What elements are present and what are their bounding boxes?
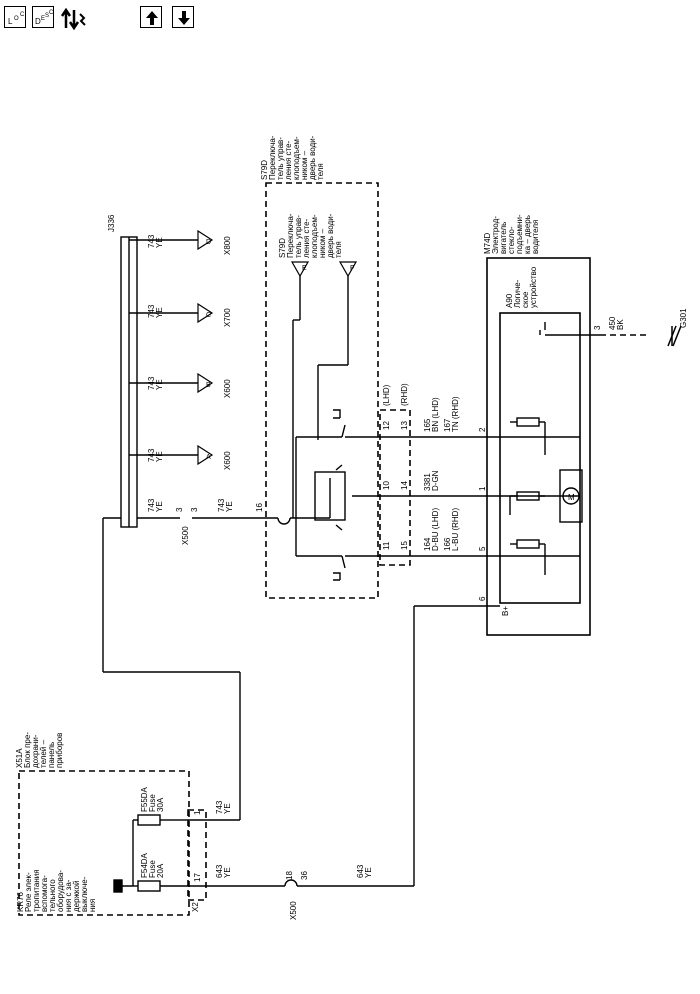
svg-text:36: 36 xyxy=(300,871,309,880)
kr76-label: KR76Реле элек-тропитаниявспомога-тельног… xyxy=(16,869,97,912)
toolbar: L O C D E S C xyxy=(0,0,200,40)
x2-connector-box xyxy=(187,809,207,901)
svg-text:C: C xyxy=(49,10,54,16)
svg-text:D: D xyxy=(206,239,211,246)
svg-text:G301: G301 xyxy=(679,308,688,328)
svg-text:3: 3 xyxy=(175,507,184,512)
wire-743-2: 743YE xyxy=(147,304,164,318)
wire-166: 166L-BU (RHD) xyxy=(443,508,460,551)
svg-text:17: 17 xyxy=(193,873,202,882)
s79d-inner: S79DПереключа-тель управ-ления сте-клопо… xyxy=(278,213,343,258)
svg-text:E: E xyxy=(302,265,307,272)
svg-text:M: M xyxy=(568,493,575,502)
svg-text:10: 10 xyxy=(382,481,391,490)
wire-743-6: 743YE xyxy=(217,498,234,512)
wire-450: 450BK xyxy=(608,316,625,330)
svg-text:6: 6 xyxy=(478,596,487,601)
wire-743-1: 743YE xyxy=(147,234,164,248)
wire-167: 167TN (RHD) xyxy=(443,396,460,432)
svg-text:F: F xyxy=(350,265,354,272)
wire-743-4: 743YE xyxy=(147,448,164,462)
svg-text:B+: B+ xyxy=(501,606,510,616)
wire-165: 165BN (LHD) xyxy=(423,397,440,432)
svg-text:E: E xyxy=(41,16,45,22)
wire-643-1: 643YE xyxy=(215,864,232,878)
wire-743-5: 743YE xyxy=(147,498,164,512)
svg-text:16: 16 xyxy=(255,503,264,512)
wire-3381: 3381D-GN xyxy=(423,470,440,491)
x51a-label: X51AБлок пре-дохрани-телей –панельприбор… xyxy=(15,732,64,768)
svg-text:15: 15 xyxy=(400,541,409,550)
a90-label: A90Логиче-скоеустройство xyxy=(505,266,538,308)
s79d-title: S79DПереключа-тель управ-ления сте-клопо… xyxy=(260,135,325,180)
description-icon[interactable]: D E S C xyxy=(32,6,54,28)
wire-643-2: 643YE xyxy=(356,864,373,878)
svg-text:C: C xyxy=(206,312,211,319)
wire-743-7: 743YE xyxy=(215,800,232,814)
svg-text:3: 3 xyxy=(593,325,602,330)
svg-text:X600: X600 xyxy=(223,379,232,398)
svg-text:O: O xyxy=(14,16,19,22)
svg-text:1: 1 xyxy=(193,810,202,815)
svg-text:S: S xyxy=(45,13,49,19)
svg-text:12: 12 xyxy=(382,421,391,430)
wire-164: 164D-BU (LHD) xyxy=(423,508,440,551)
svg-text:18: 18 xyxy=(285,871,294,880)
m74d-label: M74DЭлектрод-вигательстекло-подъемни-ка … xyxy=(483,214,540,254)
wire-743-3: 743YE xyxy=(147,376,164,390)
f54da-label: F54DAFuse20A xyxy=(140,852,165,878)
arrow-down-icon[interactable] xyxy=(172,6,194,28)
svg-text:X500: X500 xyxy=(181,526,190,545)
lhd-rhd-box xyxy=(379,409,411,566)
svg-text:X500: X500 xyxy=(289,901,298,920)
svg-text:A: A xyxy=(206,454,211,461)
svg-text:C: C xyxy=(20,12,25,18)
svg-text:(RHD): (RHD) xyxy=(400,383,409,406)
s79d-switch-box xyxy=(265,182,379,599)
svg-text:1: 1 xyxy=(478,486,487,491)
svg-text:X800: X800 xyxy=(223,236,232,255)
f55da-label: F55DAFuse30A xyxy=(140,786,165,812)
svg-text:3: 3 xyxy=(190,507,199,512)
svg-text:2: 2 xyxy=(478,427,487,432)
x51a-fuse-block xyxy=(18,770,190,916)
svg-text:(LHD): (LHD) xyxy=(382,384,391,406)
location-icon[interactable]: L O C xyxy=(4,6,26,28)
svg-text:J336: J336 xyxy=(107,214,116,232)
svg-text:14: 14 xyxy=(400,481,409,490)
svg-text:L: L xyxy=(8,17,13,26)
svg-text:X700: X700 xyxy=(223,308,232,327)
svg-text:X2: X2 xyxy=(191,902,200,912)
wiring-diagnostic-icon[interactable] xyxy=(60,6,86,31)
svg-text:B: B xyxy=(206,382,211,389)
svg-text:D: D xyxy=(35,17,41,26)
svg-text:5: 5 xyxy=(478,546,487,551)
arrow-up-icon[interactable] xyxy=(140,6,162,28)
svg-text:11: 11 xyxy=(382,541,391,550)
svg-text:13: 13 xyxy=(400,421,409,430)
a90-logic-box xyxy=(499,312,581,604)
m74d-motor-box xyxy=(486,257,591,636)
svg-text:X600: X600 xyxy=(223,451,232,470)
